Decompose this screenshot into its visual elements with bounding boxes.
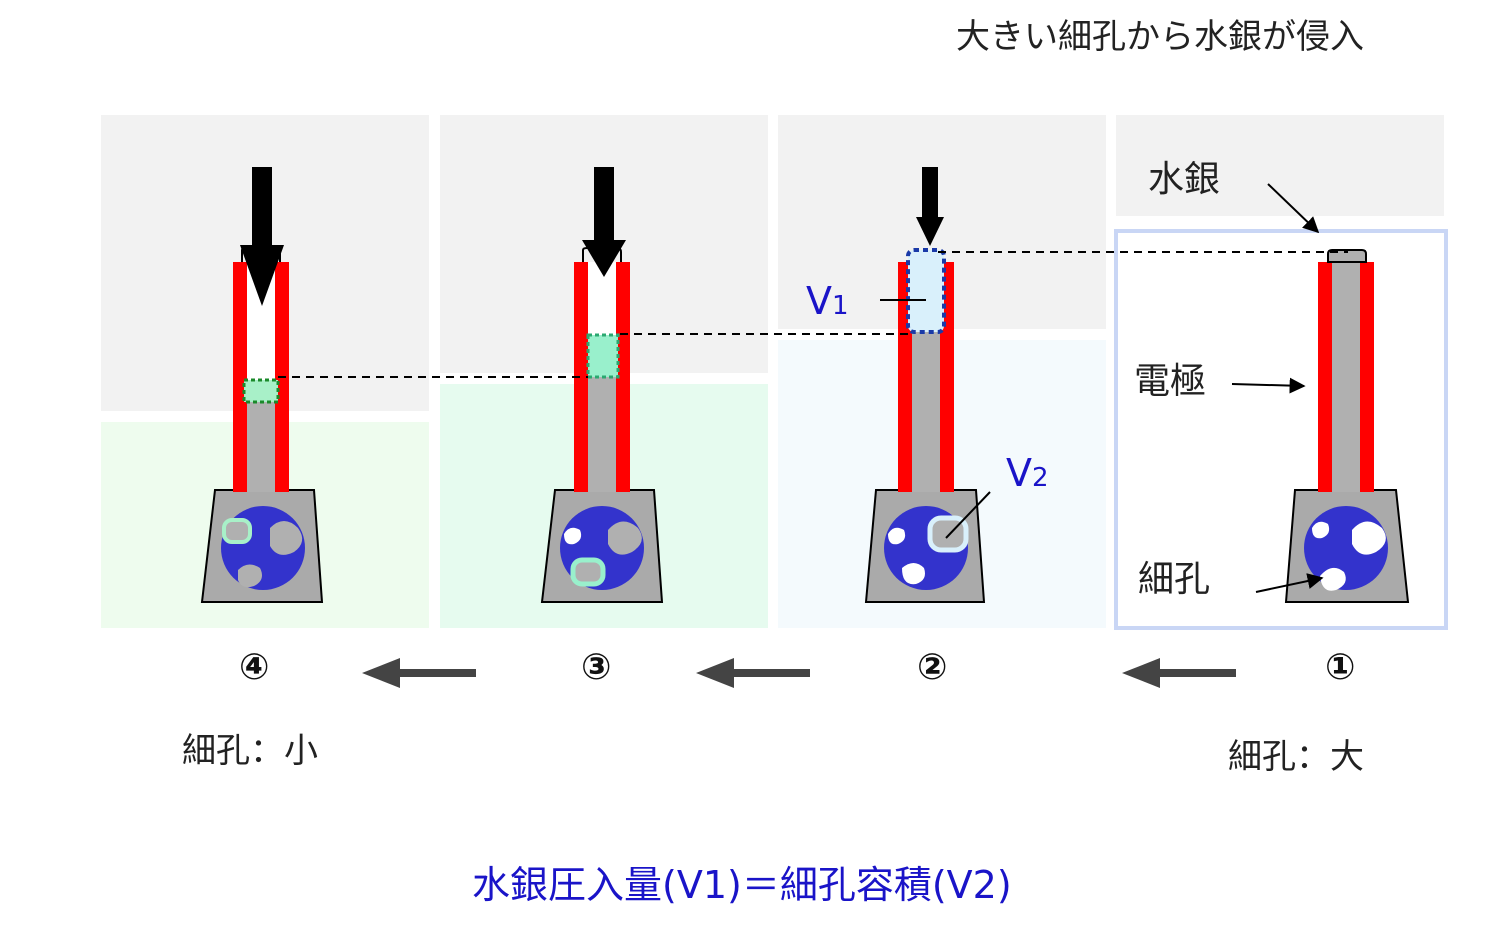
pore-filled bbox=[608, 521, 642, 555]
progress-arrows bbox=[362, 658, 1236, 688]
caption-large-pore: 細孔：大 bbox=[1228, 737, 1364, 777]
v2-label: V2 bbox=[1006, 454, 1049, 492]
v1-volume bbox=[906, 248, 946, 334]
v1-volume bbox=[242, 378, 280, 404]
pore-pointer bbox=[1255, 573, 1324, 593]
pore-being-filled bbox=[222, 518, 252, 544]
v1-volume bbox=[586, 333, 620, 379]
step-number-4: ④ bbox=[239, 647, 270, 688]
mercury-column bbox=[1332, 262, 1360, 492]
v1-subscript: 1 bbox=[832, 291, 849, 321]
electrode-pointer bbox=[1231, 377, 1306, 394]
step-number-2: ② bbox=[917, 647, 948, 688]
left-arrow-icon bbox=[1122, 658, 1236, 688]
caption-small-pore: 細孔：小 bbox=[182, 731, 318, 771]
pressure-arrow bbox=[582, 240, 626, 277]
mercury-pointer bbox=[1267, 183, 1320, 234]
header-title: 大きい細孔から水銀が侵入 bbox=[956, 17, 1364, 57]
pore-empty bbox=[1352, 521, 1386, 555]
formula: 水銀圧入量(V1)＝細孔容積(V2) bbox=[472, 863, 1012, 907]
pressure-arrow bbox=[240, 245, 284, 306]
mercury-label: 水銀 bbox=[1148, 159, 1221, 200]
left-arrow-icon bbox=[696, 658, 810, 688]
electrode-right bbox=[616, 262, 630, 492]
pore-empty bbox=[902, 563, 925, 585]
v2-letter: V bbox=[1006, 451, 1032, 495]
v2-subscript: 2 bbox=[1032, 463, 1049, 493]
apparatus-step-4 bbox=[200, 167, 324, 603]
v1-letter: V bbox=[806, 279, 832, 323]
apparatus-step-3 bbox=[540, 167, 664, 603]
pore-filled bbox=[270, 521, 303, 555]
mercury-column bbox=[247, 402, 275, 492]
pore-empty bbox=[1320, 567, 1346, 591]
pore-label: 細孔 bbox=[1138, 559, 1211, 600]
pore-empty bbox=[888, 527, 906, 545]
electrode-left bbox=[233, 262, 247, 492]
electrode-label: 電極 bbox=[1134, 361, 1207, 402]
left-arrow-icon bbox=[362, 658, 476, 688]
electrode-right bbox=[1360, 262, 1374, 492]
pressure-arrow bbox=[916, 217, 944, 246]
mercury-column bbox=[588, 377, 616, 492]
pore-filled bbox=[238, 564, 262, 588]
v1-label: V1 bbox=[806, 282, 849, 320]
v2-leader bbox=[945, 491, 991, 539]
level-lines bbox=[278, 251, 1348, 378]
callouts bbox=[880, 183, 1324, 593]
panel-1-background bbox=[1114, 115, 1448, 630]
pore-empty bbox=[564, 527, 582, 545]
electrode-left bbox=[574, 262, 588, 492]
step-number-3: ③ bbox=[581, 647, 612, 688]
step-number-1: ① bbox=[1325, 647, 1356, 688]
electrode-left bbox=[1318, 262, 1332, 492]
pore-being-filled bbox=[570, 557, 606, 587]
pore-empty bbox=[1312, 521, 1330, 539]
